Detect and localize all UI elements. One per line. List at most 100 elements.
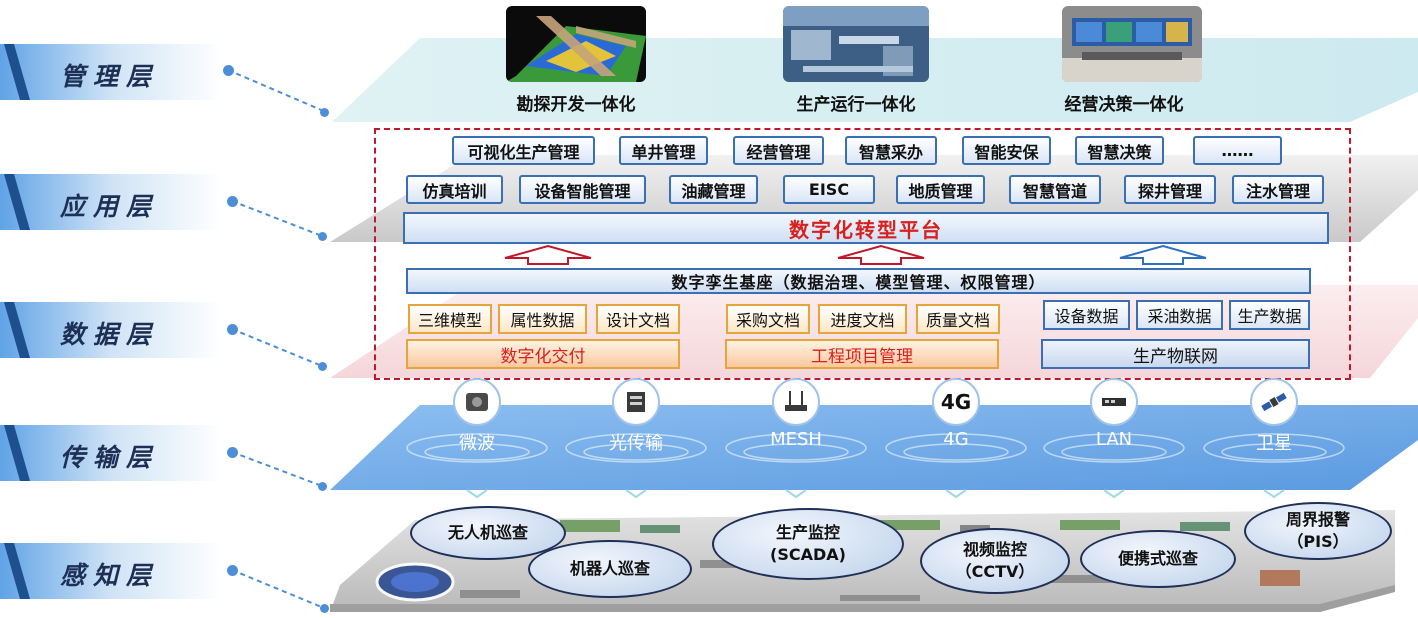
data-attributes[interactable]: 属性数据 (498, 304, 587, 334)
app-smart-decision[interactable]: 智慧决策 (1075, 136, 1164, 165)
production-thumbnail (783, 6, 929, 82)
4g-icon-text: 4G (940, 390, 972, 414)
data-3d-model[interactable]: 三维模型 (408, 304, 492, 334)
tab-shape (0, 44, 222, 100)
layer-tab-transmission: 传输层 (0, 425, 228, 481)
data-procurement-docs[interactable]: 采购文档 (726, 304, 810, 334)
mesh-glyph (785, 391, 807, 411)
app-simulation-training[interactable]: 仿真培训 (406, 175, 503, 204)
tab-dot (227, 447, 238, 458)
lan-glyph (1102, 398, 1126, 406)
tab-shape (0, 543, 222, 599)
tab-dot (227, 196, 238, 207)
perception-plane-front (330, 585, 1395, 612)
app-smart-pipeline[interactable]: 智慧管道 (1009, 175, 1101, 204)
transmission-label: 卫星 (1256, 433, 1292, 454)
perception-line1: 机器人巡查 (569, 559, 650, 578)
digital-platform-frame (374, 128, 1351, 380)
app-geology-mgmt[interactable]: 地质管理 (896, 175, 985, 204)
app-equipment-mgmt[interactable]: 设备智能管理 (519, 175, 646, 204)
digital-transformation-platform[interactable]: 数字化转型平台 (403, 212, 1329, 244)
mesh-router-icon (772, 378, 820, 426)
perception-map-details (375, 520, 1300, 602)
app-visual-production[interactable]: 可视化生产管理 (452, 136, 595, 165)
perception-line2: （CCTV） (955, 562, 1035, 581)
tab-dot (227, 565, 238, 576)
production-image (783, 6, 929, 82)
data-equipment[interactable]: 设备数据 (1043, 300, 1130, 330)
robot-inspection[interactable]: 机器人巡查 (528, 540, 692, 598)
tab-dot (223, 65, 234, 76)
perception-line1: 生产监控 (775, 523, 840, 542)
app-eisc[interactable]: EISC (783, 175, 875, 204)
app-smart-security[interactable]: 智能安保 (962, 136, 1051, 165)
scada-monitoring[interactable]: 生产监控 (SCADA) (712, 508, 904, 580)
decision-thumbnail (1062, 6, 1202, 82)
app-business-mgmt[interactable]: 经营管理 (733, 136, 824, 165)
tab-shape (0, 425, 222, 481)
project-management-bar[interactable]: 工程项目管理 (725, 339, 999, 369)
tab-shape (0, 174, 222, 230)
app-reservoir-mgmt[interactable]: 油藏管理 (669, 175, 758, 204)
perimeter-alarm[interactable]: 周界报警 （PIS） (1244, 502, 1392, 560)
optical-glyph (627, 392, 645, 412)
app-single-well[interactable]: 单井管理 (619, 136, 708, 165)
drone-inspection[interactable]: 无人机巡查 (410, 506, 566, 560)
tab-dot (318, 482, 327, 491)
layer-label: 数据层 (60, 320, 160, 349)
transmission-label: 4G (943, 429, 969, 450)
layer-tab-application: 应用层 (0, 174, 228, 230)
tab-dot (318, 362, 327, 371)
perception-line2: （PIS） (1287, 532, 1349, 551)
tab-shape (0, 302, 222, 358)
tab-dot (320, 108, 329, 117)
tab-dot (318, 232, 327, 241)
layer-label: 应用层 (60, 192, 160, 221)
perception-line1: 便携式巡查 (1117, 549, 1198, 568)
management-caption: 经营决策一体化 (1064, 95, 1184, 115)
app-smart-procurement[interactable]: 智慧采办 (845, 136, 937, 165)
layer-tab-data: 数据层 (0, 302, 228, 358)
microwave-glyph (466, 393, 488, 411)
4g-icon: 4G (932, 378, 980, 426)
optical-device-icon (612, 378, 660, 426)
transmission-label: 微波 (459, 433, 495, 454)
tab-connectors (227, 69, 327, 609)
production-iot-bar[interactable]: 生产物联网 (1041, 339, 1310, 369)
layer-label: 管理层 (60, 62, 160, 91)
data-production[interactable]: 生产数据 (1229, 300, 1310, 330)
lan-switch-icon (1090, 378, 1138, 426)
transmission-label: MESH (770, 429, 822, 450)
microwave-device-icon (453, 378, 501, 426)
app-water-injection[interactable]: 注水管理 (1232, 175, 1324, 204)
data-design-docs[interactable]: 设计文档 (596, 304, 680, 334)
digital-twin-base[interactable]: 数字孪生基座（数据治理、模型管理、权限管理） (406, 268, 1311, 294)
management-caption: 勘探开发一体化 (516, 95, 636, 115)
management-caption: 生产运行一体化 (796, 95, 916, 115)
tab-dot (320, 604, 329, 613)
transmission-label: LAN (1095, 429, 1133, 450)
tab-dot (227, 324, 238, 335)
layer-tab-perception: 感知层 (0, 543, 228, 599)
decision-image (1062, 6, 1202, 82)
portable-inspection[interactable]: 便携式巡查 (1080, 530, 1236, 588)
cctv-monitoring[interactable]: 视频监控 （CCTV） (920, 528, 1070, 594)
data-quality-docs[interactable]: 质量文档 (916, 304, 1000, 334)
perception-line1: 视频监控 (962, 540, 1027, 559)
app-more[interactable]: …… (1193, 136, 1282, 165)
exploration-thumbnail (506, 6, 646, 82)
satellite-glyph (1261, 392, 1287, 412)
data-oil-production[interactable]: 采油数据 (1136, 300, 1223, 330)
app-exploration-well[interactable]: 探井管理 (1124, 175, 1216, 204)
perception-line2: (SCADA) (770, 545, 846, 564)
satellite-icon (1250, 378, 1298, 426)
layer-tab-management: 管理层 (0, 44, 228, 100)
transmission-plane (330, 405, 1418, 490)
layer-label: 传输层 (60, 443, 160, 472)
exploration-image (506, 6, 646, 82)
transmission-label: 光传输 (609, 433, 663, 454)
perception-line1: 无人机巡查 (447, 523, 528, 542)
digital-delivery-bar[interactable]: 数字化交付 (406, 339, 680, 369)
data-progress-docs[interactable]: 进度文档 (818, 304, 907, 334)
layer-label: 感知层 (60, 561, 160, 590)
